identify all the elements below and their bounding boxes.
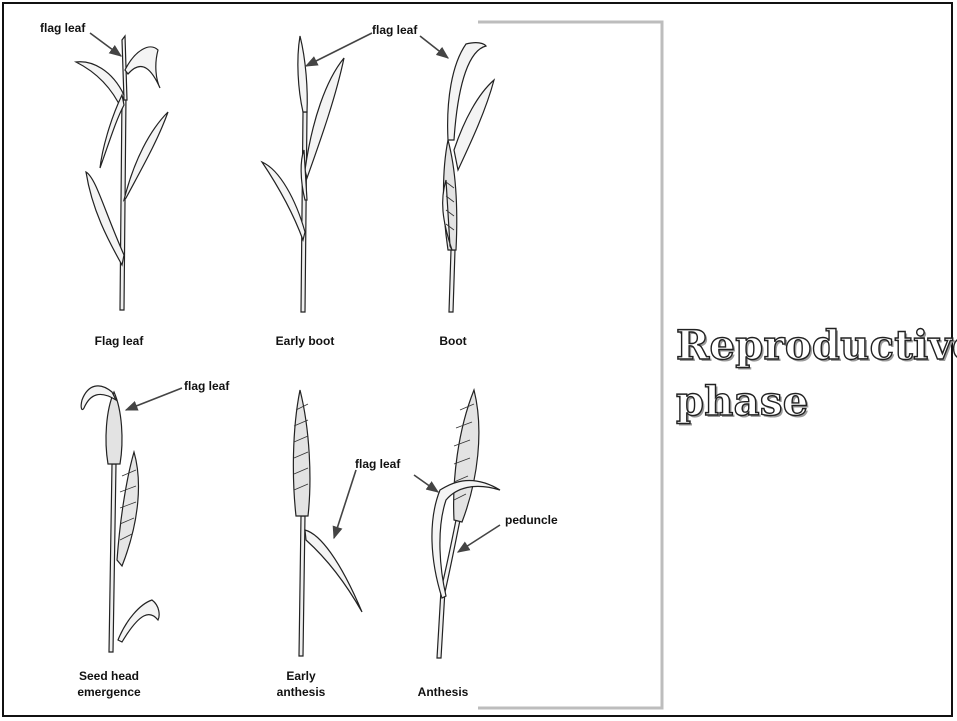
callout-flag-leaf-4: flag leaf: [355, 456, 400, 472]
phase-bracket: [478, 22, 662, 708]
stage-caption-early-anthesis: Early anthesis: [246, 668, 356, 700]
plant-early-anthesis: [293, 390, 362, 656]
plant-early-boot: [262, 36, 344, 312]
callout-peduncle: peduncle: [505, 512, 558, 528]
callout-flag-leaf-2: flag leaf: [372, 22, 417, 38]
callout-flag-leaf-1: flag leaf: [40, 20, 85, 36]
stage-caption-early-boot: Early boot: [250, 333, 360, 349]
plant-seed-head-emergence: [81, 386, 159, 652]
plant-boot: [443, 43, 494, 312]
reproductive-phase-label: Reproductive phase: [676, 318, 948, 430]
plant-anthesis: [432, 390, 500, 658]
plant-flag-leaf: [76, 36, 168, 310]
stage-caption-anthesis: Anthesis: [388, 684, 498, 700]
callout-flag-leaf-3: flag leaf: [184, 378, 229, 394]
stage-caption-flag-leaf: Flag leaf: [64, 333, 174, 349]
stage-caption-seed-head-emergence: Seed head emergence: [54, 668, 164, 700]
stage-caption-boot: Boot: [398, 333, 508, 349]
